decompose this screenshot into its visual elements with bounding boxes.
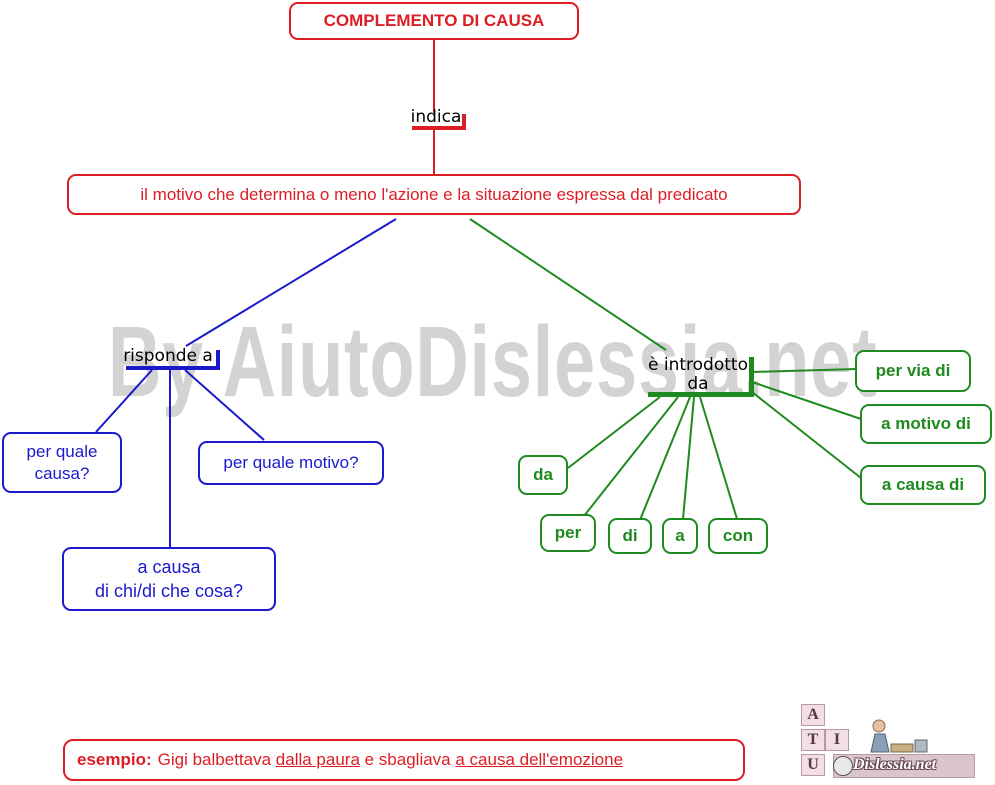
definition-text: il motivo che determina o meno l'azione …: [140, 184, 728, 204]
question-text: per quale causa?: [26, 441, 98, 483]
line-to-a: [682, 396, 695, 520]
preposition-node-da: da: [518, 455, 568, 495]
logo-text: Dislessia.net: [853, 756, 937, 773]
line-definition-to-introdotto: [469, 218, 667, 351]
line-to-a-motivo-di: [751, 381, 862, 420]
line-definition-to-risponde: [185, 218, 397, 347]
line-to-da: [567, 396, 661, 469]
line-to-q1: [95, 369, 153, 433]
example-box: esempio: Gigi balbettava dalla paura e s…: [63, 739, 745, 781]
example-highlight1: dalla paura: [275, 750, 360, 769]
preposition-node-a-causa-di: a causa di: [860, 465, 986, 505]
preposition-text: per: [554, 523, 582, 542]
logo-tile-a: A: [801, 704, 825, 726]
line-to-a-causa-di: [751, 391, 862, 479]
introdotto-tick: [749, 357, 754, 397]
example-highlight2: a causa dell'emozione: [455, 750, 624, 769]
risponde-underline: [126, 366, 220, 370]
preposition-node-per-via-di: per via di: [855, 350, 971, 392]
definition-node: il motivo che determina o meno l'azione …: [67, 174, 801, 215]
question-node-chi: a causa di chi/di che cosa?: [62, 547, 276, 611]
title-text: COMPLEMENTO DI CAUSA: [323, 11, 545, 30]
preposition-text: per via di: [875, 361, 951, 380]
question-text: per quale motivo?: [223, 453, 359, 472]
line-to-q2: [184, 369, 265, 441]
risponde-tick: [216, 350, 220, 370]
question-text: a causa di chi/di che cosa?: [94, 557, 244, 601]
logo-tile-i: I: [825, 729, 849, 751]
indica-underline: [412, 126, 466, 130]
question-node-motivo: per quale motivo?: [198, 441, 384, 485]
preposition-text: con: [722, 526, 754, 545]
preposition-node-di: di: [608, 518, 652, 554]
preposition-node-a: a: [662, 518, 698, 554]
logo-tile-t: T: [801, 729, 825, 751]
preposition-node-per: per: [540, 514, 596, 552]
line-to-per-via-di: [751, 368, 858, 373]
question-node-causa: per quale causa?: [2, 432, 122, 493]
line-to-con: [699, 396, 738, 520]
indica-tick: [462, 114, 466, 130]
logo-band: [833, 754, 975, 778]
aiutodislessia-logo: A I T U Dislessia.net: [797, 698, 982, 780]
logo-tile-u: U: [801, 754, 825, 776]
title-node: COMPLEMENTO DI CAUSA: [289, 2, 579, 40]
link-label-indica: indica: [410, 107, 462, 127]
example-part2: e sbagliava: [359, 750, 456, 769]
link-label-introdotto: è introdotto da: [648, 355, 748, 394]
preposition-text: di: [622, 526, 638, 545]
line-to-di: [639, 396, 691, 521]
link-label-risponde: risponde a: [123, 346, 213, 366]
reading-child-icon: [870, 719, 928, 753]
example-part1: Gigi balbettava: [157, 750, 276, 769]
preposition-text: da: [533, 465, 553, 484]
preposition-text: a motivo di: [881, 414, 971, 433]
introdotto-underline: [648, 392, 752, 397]
preposition-text: a causa di: [881, 475, 965, 494]
ball-icon: [833, 756, 853, 776]
preposition-node-a-motivo-di: a motivo di: [860, 404, 992, 444]
preposition-node-con: con: [708, 518, 768, 554]
example-label: esempio:: [77, 750, 152, 769]
preposition-text: a: [675, 526, 685, 545]
line-to-per: [583, 396, 679, 517]
